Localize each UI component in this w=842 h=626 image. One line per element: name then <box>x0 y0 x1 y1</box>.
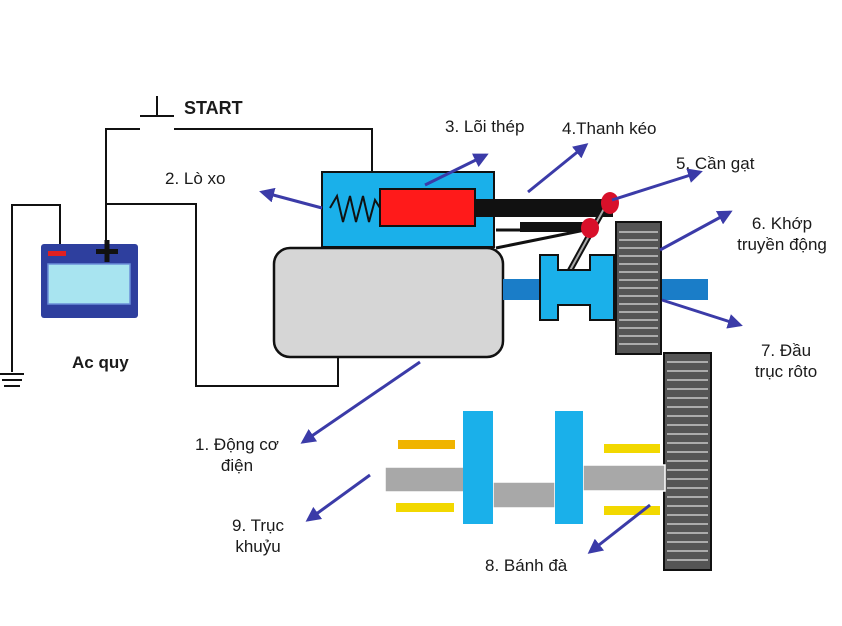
arrow-motor <box>300 360 421 444</box>
label-rod: 4.Thanh kéo <box>562 119 657 138</box>
arrow-spring <box>259 187 323 210</box>
label-flywheel: 8. Bánh đà <box>485 556 568 575</box>
flywheel <box>663 352 712 571</box>
arrow-lever <box>611 168 703 202</box>
label-crankshaft: 9. Trục khuỷu <box>232 516 284 556</box>
spring <box>329 193 381 223</box>
callout-arrows <box>259 143 743 554</box>
arrow-rotor <box>661 298 743 329</box>
label-clutch: 6. Khớp truyền động <box>737 214 827 254</box>
arrow-flywheel <box>587 503 651 554</box>
wiring <box>11 96 373 387</box>
label-lever: 5. Cần gạt <box>676 154 755 173</box>
label-spring: 2. Lò xo <box>165 169 226 188</box>
drive-clutch <box>539 254 615 321</box>
label-rotor: 7. Đầu trục rôto <box>754 341 818 381</box>
start-switch-label: START <box>184 98 243 118</box>
battery <box>41 240 138 318</box>
lever <box>495 192 619 276</box>
label-motor: 1. Động cơ điện <box>195 435 279 475</box>
steel-core <box>379 188 476 227</box>
arrow-rod <box>527 143 589 194</box>
pinion-gear <box>615 221 662 355</box>
solenoid <box>321 171 613 248</box>
electric-motor <box>272 246 505 359</box>
crankshaft <box>384 411 666 524</box>
arrow-core <box>424 153 489 187</box>
arrow-crankshaft <box>305 473 371 522</box>
pull-rod <box>475 199 613 217</box>
ground-icon <box>0 373 24 387</box>
battery-label: Ac quy <box>72 353 129 372</box>
arrow-clutch <box>659 210 733 252</box>
label-core: 3. Lõi thép <box>445 117 525 136</box>
